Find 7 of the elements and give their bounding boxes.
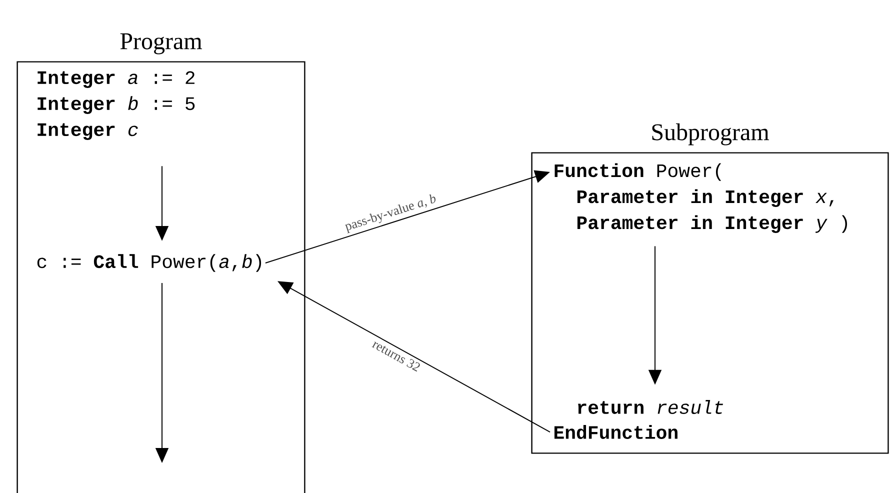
code-text: EndFunction [554, 425, 678, 439]
code-text: c := Call Power(a,b) [37, 254, 262, 272]
code-text: return result [578, 400, 723, 414]
code-text: Function Power( Parameter in Integer x, Parameter in Integer y ) [554, 163, 847, 233]
node-label: Subprogram [652, 123, 769, 146]
edge-label: returns 32 [370, 338, 423, 374]
code-text: Integer a := 2 Integer b := 5 Integer c [38, 71, 195, 140]
